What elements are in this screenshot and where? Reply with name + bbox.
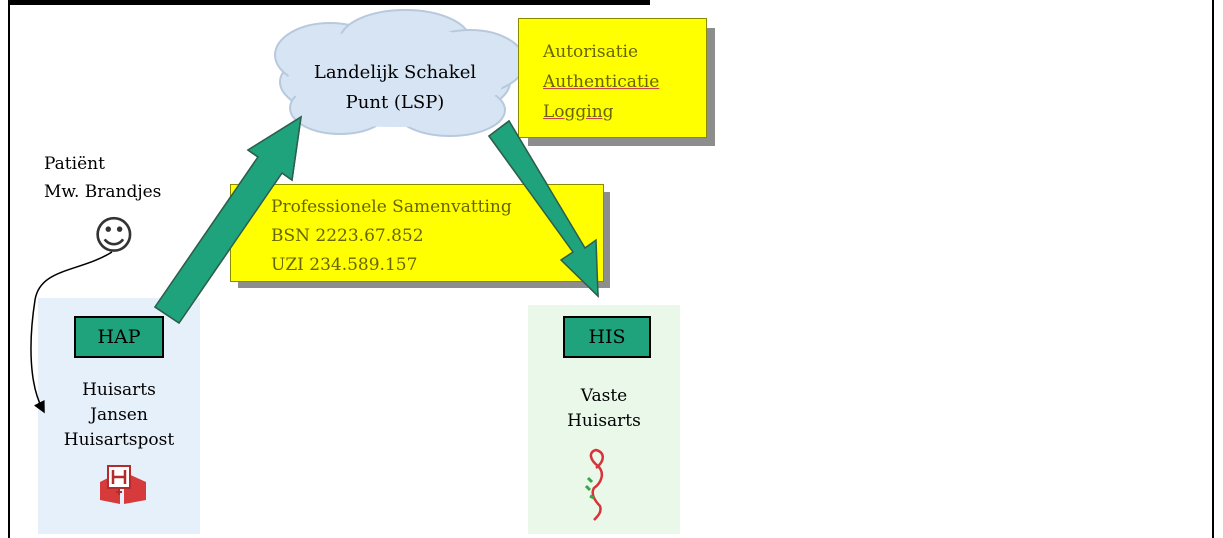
hospital-h-icon (100, 465, 146, 504)
security-box: Autorisatie Authenticatie Logging (518, 18, 707, 138)
security-autorisatie: Autorisatie (543, 42, 639, 62)
his-line2: Huisarts (567, 411, 641, 431)
patient-label-line1: Patiënt (44, 154, 105, 174)
lsp-cloud (274, 9, 526, 137)
patient-label-line2: Mw. Brandjes (44, 182, 162, 202)
caduceus-icon (584, 448, 604, 521)
lsp-label-line2: Punt (LSP) (345, 92, 445, 113)
lsp-label: Landelijk Schakel Punt (LSP) (290, 58, 500, 118)
lsp-label-line1: Landelijk Schakel (313, 62, 477, 83)
security-logging: Logging (543, 102, 614, 122)
hap-description: Huisarts Jansen Huisartspost (38, 378, 200, 453)
hap-system-box: HAP (74, 316, 164, 358)
hap-line3: Huisartspost (63, 430, 175, 450)
message-bsn: BSN 2223.67.852 (271, 226, 424, 246)
security-authenticatie: Authenticatie (543, 72, 660, 92)
hap-line2: Jansen (90, 405, 148, 425)
patient-to-hap-curve (30, 251, 113, 414)
his-system-box: HIS (563, 316, 651, 358)
his-description: Vaste Huisarts (528, 384, 680, 434)
hap-line1: Huisarts (82, 380, 156, 400)
right-border (1212, 0, 1214, 538)
message-title: Professionele Samenvatting (271, 197, 512, 217)
message-uzi: UZI 234.589.157 (271, 255, 418, 275)
patient-smiley-icon: ☺ (93, 213, 135, 259)
left-border (8, 0, 10, 538)
top-edge-bar (10, 0, 650, 5)
his-line1: Vaste (580, 386, 628, 406)
patient-label: Patiënt Mw. Brandjes (44, 150, 161, 206)
message-box: Professionele Samenvatting BSN 2223.67.8… (230, 184, 604, 282)
